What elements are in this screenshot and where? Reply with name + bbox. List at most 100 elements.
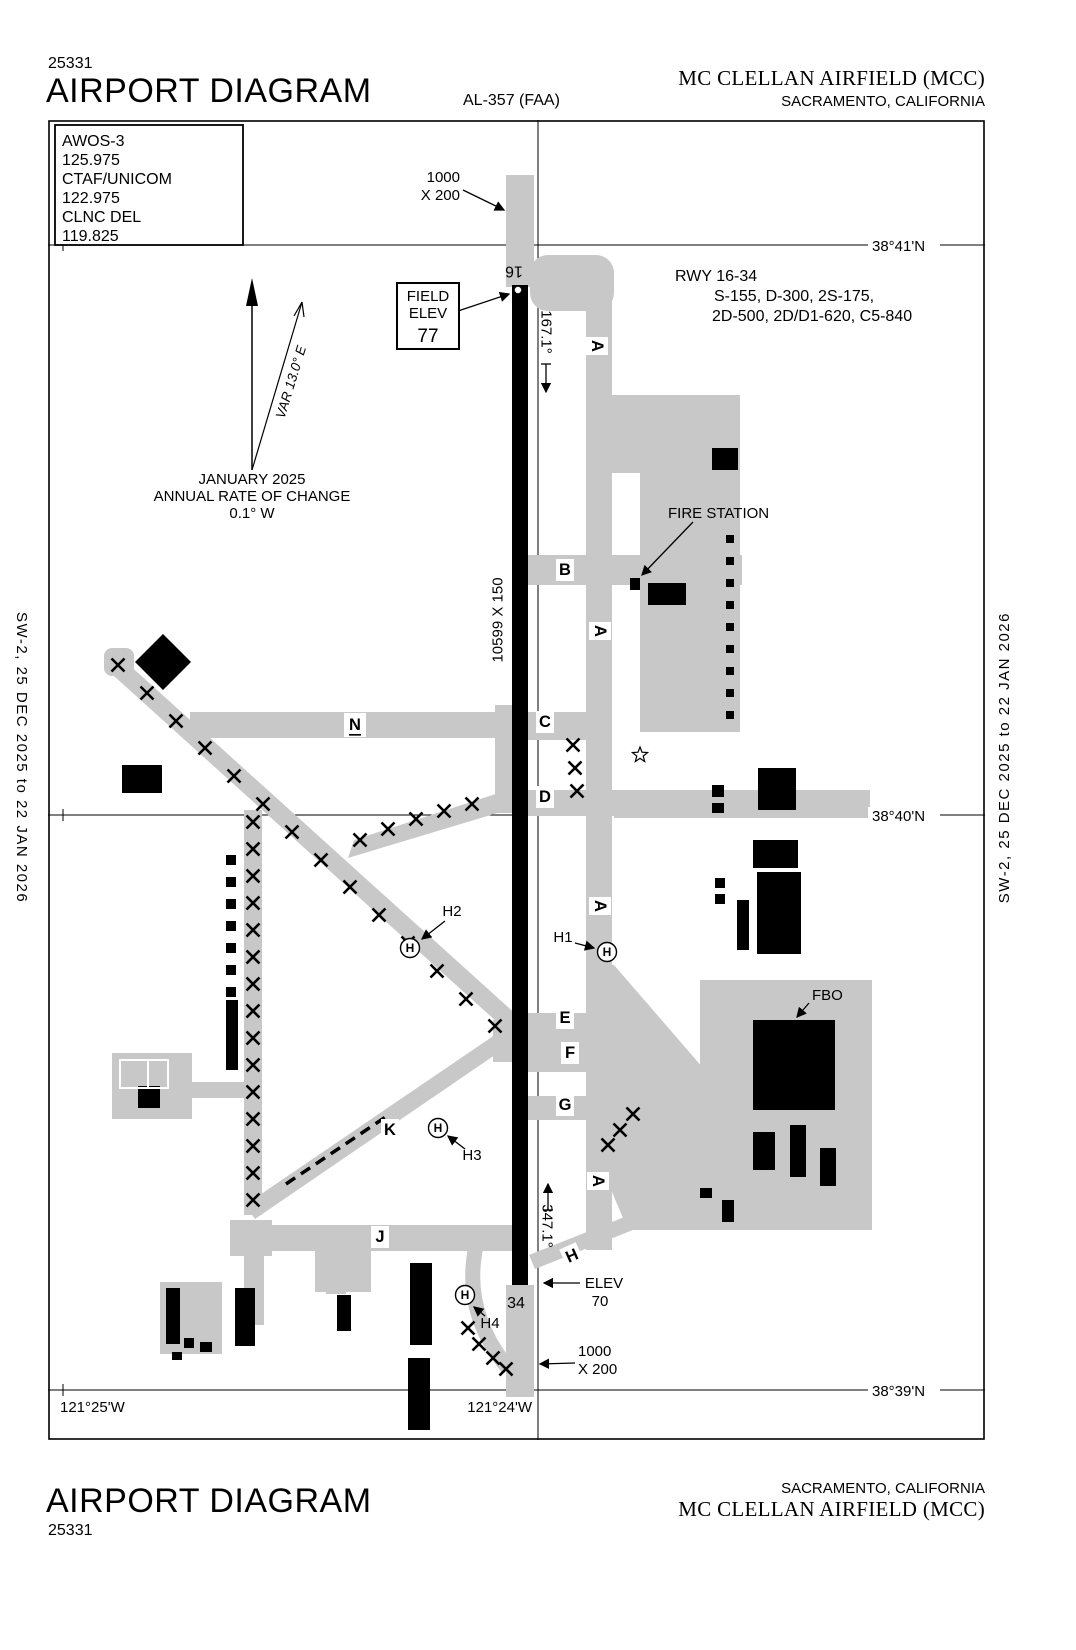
- clnc-label: CLNC DEL: [62, 209, 141, 226]
- runway-and-buildings: [122, 285, 836, 1430]
- helipad-h-glyph: H: [406, 941, 415, 955]
- rwy-info-line1: RWY 16-34: [675, 268, 757, 285]
- svg-text:C: C: [539, 713, 551, 731]
- svg-text:A: A: [591, 900, 609, 912]
- clnc-freq: 119.825: [62, 228, 119, 245]
- field-elev-box: FIELD ELEV 77: [396, 282, 460, 350]
- taxiway-label-c: C: [536, 711, 554, 733]
- svg-text:D: D: [539, 788, 551, 806]
- taxiway-label-h: H: [559, 1242, 585, 1270]
- taxiway-label-a-4: A: [587, 1172, 609, 1190]
- diamond-building: [135, 634, 191, 690]
- svg-text:N: N: [349, 716, 361, 734]
- field-elev-point: [513, 285, 523, 295]
- taxiway-label-d: D: [536, 786, 554, 808]
- helipad-h1-label: H1: [553, 929, 572, 946]
- taxiway-label-f: F: [561, 1042, 579, 1064]
- ctaf-label: CTAF/UNICOM: [62, 171, 172, 188]
- rwy-info-line2: S-155, D-300, 2S-175,: [714, 288, 874, 305]
- footer-airport-block: SACRAMENTO, CALIFORNIA MC CLELLAN AIRFIE…: [678, 1478, 985, 1522]
- lat-38-40: 38°40'N: [868, 807, 940, 825]
- helipad-h1-symbol: H: [596, 941, 618, 963]
- svg-text:38°41'N: 38°41'N: [872, 238, 925, 255]
- effective-dates-right: SW-2, 25 DEC 2025 to 22 JAN 2026: [996, 612, 1013, 904]
- map-details: [119, 285, 650, 1089]
- fbo-label: FBO: [812, 987, 843, 1004]
- ctaf-freq: 122.975: [62, 190, 120, 207]
- top-overrun-dim-2: X 200: [421, 187, 460, 204]
- fbo-building: [753, 1020, 835, 1110]
- mag-var-note-2: ANNUAL RATE OF CHANGE: [154, 488, 351, 505]
- taxiway-label-a-2: A: [589, 622, 611, 640]
- airport-name-bottom: MC CLELLAN AIRFIELD (MCC): [678, 1497, 985, 1521]
- page-title: AIRPORT DIAGRAM: [46, 72, 372, 110]
- elev-label: ELEV: [409, 305, 447, 322]
- runway-number-34: 34: [507, 1295, 525, 1312]
- helipad-h2-label: H2: [442, 903, 461, 920]
- lon-121-25: 121°25'W: [60, 1399, 126, 1416]
- header-airport-block: MC CLELLAN AIRFIELD (MCC) SACRAMENTO, CA…: [678, 66, 985, 110]
- taxiways-and-aprons: [104, 175, 872, 1397]
- taxiway-label-j: J: [371, 1226, 389, 1248]
- helipad-h2-symbol: H: [399, 937, 421, 959]
- svg-text:E: E: [559, 1009, 570, 1027]
- svg-text:K: K: [384, 1121, 396, 1139]
- helipad-h-glyph: H: [461, 1288, 470, 1302]
- comm-frequencies-box: AWOS-3 125.975 CTAF/UNICOM 122.975 CLNC …: [54, 124, 244, 246]
- north-arrow-icon: [246, 278, 305, 471]
- svg-text:38°40'N: 38°40'N: [872, 808, 925, 825]
- bottom-overrun-dim-2: X 200: [578, 1361, 617, 1378]
- rwy-info-line3: 2D-500, 2D/D1-620, C5-840: [712, 308, 912, 325]
- map-labels: 1000 X 200 RWY 16-34 S-155, D-300, 2S-17…: [60, 169, 940, 1416]
- taxiway-label-b: B: [556, 559, 574, 581]
- taxiway-label-a-3: A: [589, 897, 611, 915]
- fire-station-label: FIRE STATION: [668, 505, 769, 522]
- taxiway-label-g: G: [556, 1094, 574, 1116]
- city-state-top: SACRAMENTO, CALIFORNIA: [781, 93, 985, 110]
- taxiway-label-k: K: [381, 1119, 399, 1141]
- airport-name-top: MC CLELLAN AIRFIELD (MCC): [678, 66, 985, 90]
- bottom-overrun-dim-1: 1000: [578, 1343, 611, 1360]
- svg-text:A: A: [591, 625, 609, 637]
- runway-number-16: 16: [505, 263, 523, 280]
- taxiway-label-a-1: A: [586, 337, 608, 355]
- svg-text:F: F: [565, 1044, 575, 1062]
- city-state-bottom: SACRAMENTO, CALIFORNIA: [781, 1480, 985, 1497]
- helipad-h-glyph: H: [434, 1121, 443, 1135]
- beacon-star-icon: [630, 745, 650, 763]
- mag-var-note-3: 0.1° W: [229, 505, 275, 522]
- svg-text:B: B: [559, 561, 571, 579]
- svg-text:A: A: [589, 1175, 607, 1187]
- helipad-h4-label: H4: [480, 1315, 499, 1332]
- helipad-h4-symbol: H: [454, 1284, 476, 1306]
- svg-text:A: A: [588, 340, 606, 352]
- al-number: AL-357 (FAA): [463, 92, 560, 109]
- svg-text:J: J: [375, 1228, 384, 1246]
- helipad-h3-label: H3: [462, 1147, 481, 1164]
- top-overrun-dim-1: 1000: [427, 169, 460, 186]
- svg-text:38°39'N: 38°39'N: [872, 1383, 925, 1400]
- footer-title: AIRPORT DIAGRAM: [46, 1482, 372, 1520]
- awos-label: AWOS-3: [62, 133, 125, 150]
- lon-121-24: 121°24'W: [460, 1398, 534, 1416]
- runway-heading-16: 167.1°: [538, 310, 555, 354]
- fire-station-building: [630, 578, 640, 590]
- elev-34-label: ELEV: [585, 1275, 623, 1292]
- taxiway-label-n: N: [344, 713, 366, 737]
- lat-38-41: 38°41'N: [868, 237, 940, 255]
- field-elev-value: 77: [417, 326, 438, 347]
- svg-text:121°24'W: 121°24'W: [467, 1399, 533, 1416]
- mag-var-note-1: JANUARY 2025: [198, 471, 305, 488]
- chart-number-top: 25331: [48, 55, 93, 72]
- helipad-h-glyph: H: [603, 945, 612, 959]
- runway-dimensions: 10599 X 150: [490, 577, 507, 662]
- effective-dates-left: SW-2, 25 DEC 2025 to 22 JAN 2026: [13, 612, 30, 904]
- helipad-h3-symbol: H: [427, 1117, 449, 1139]
- field-label: FIELD: [407, 288, 450, 305]
- svg-text:G: G: [559, 1096, 572, 1114]
- chart-number-bottom: 25331: [48, 1522, 93, 1539]
- annotation-arrows: [420, 189, 810, 1369]
- taxiway-label-e: E: [556, 1007, 574, 1029]
- airport-diagram-map: H H H H AWOS-3 125.975 CTAF/UNICOM 122.9…: [48, 120, 985, 1440]
